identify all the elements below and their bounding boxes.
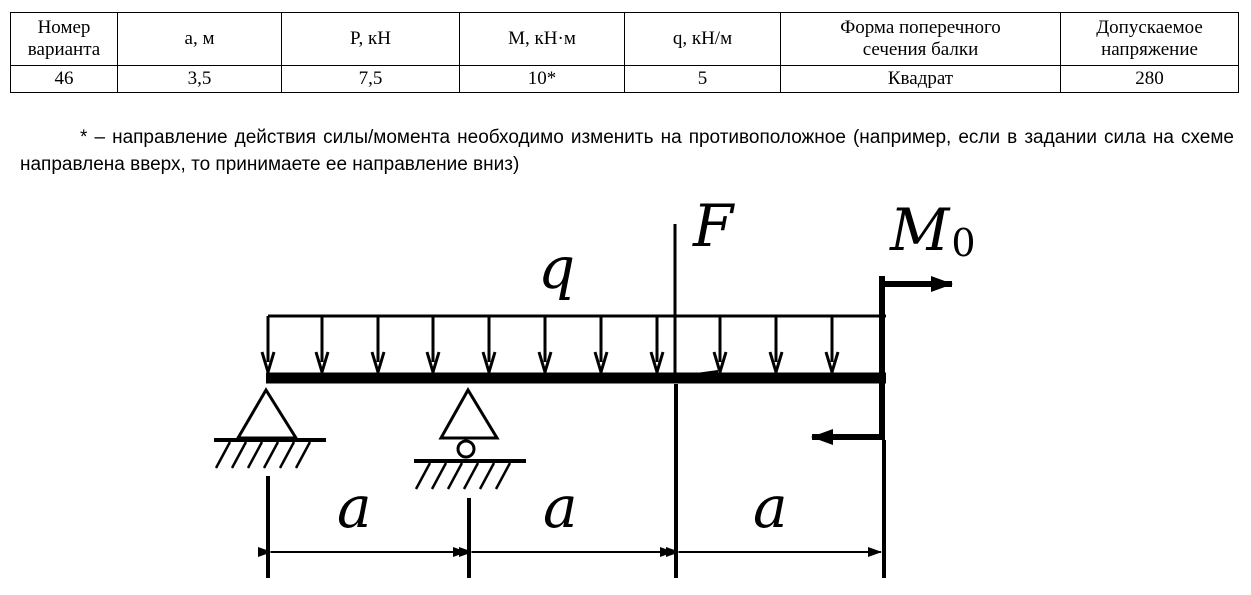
support-hatch <box>446 462 464 490</box>
support-hatch <box>230 441 248 469</box>
dimension-extension-lines <box>266 384 886 578</box>
load-arrow <box>649 316 665 378</box>
support-hatch <box>246 441 264 469</box>
support-hatch <box>478 462 496 490</box>
cell-section-shape: Квадрат <box>780 65 1061 93</box>
load-arrow <box>314 316 330 378</box>
support-hatch <box>430 462 448 490</box>
header-m: M, кН·м <box>459 12 625 66</box>
direction-note: * – направление действия силы/момента не… <box>20 127 1234 175</box>
support-hatch <box>262 441 280 469</box>
dimension-label-a-2: a <box>543 473 578 541</box>
label-m0: M0 <box>889 196 976 265</box>
cell-m: 10* <box>459 65 625 93</box>
header-p: P, кН <box>281 12 460 66</box>
load-arrow <box>593 316 609 378</box>
load-arrow <box>425 316 441 378</box>
header-a: a, м <box>117 12 282 66</box>
header-q: q, кН/м <box>624 12 781 66</box>
moment-m0 <box>811 276 953 445</box>
load-arrow <box>768 316 784 378</box>
distributed-load <box>260 314 886 378</box>
label-f: F <box>692 192 735 260</box>
label-m0-subscript: 0 <box>951 221 975 265</box>
cell-allowable-stress: 280 <box>1060 65 1239 93</box>
load-arrow <box>824 316 840 378</box>
pinned-support <box>214 387 326 469</box>
cell-a: 3,5 <box>117 65 282 93</box>
cell-variant: 46 <box>10 65 118 93</box>
dimension-label-a-3: a <box>753 473 788 541</box>
support-hatch <box>494 462 512 490</box>
load-arrow <box>537 316 553 378</box>
cell-p: 7,5 <box>281 65 460 93</box>
label-q: q <box>538 234 575 302</box>
load-arrows <box>260 316 840 378</box>
load-arrow <box>370 316 386 378</box>
load-arrow <box>260 316 276 378</box>
support-hatch <box>278 441 296 469</box>
support-hatch <box>294 441 312 469</box>
cell-q: 5 <box>624 65 781 93</box>
load-arrow <box>712 316 728 378</box>
roller-support <box>414 387 526 490</box>
support-hatch <box>414 462 432 490</box>
dimension-label-a-1: a <box>337 473 372 541</box>
support-hatch <box>462 462 480 490</box>
support-hatch <box>214 441 232 469</box>
table-row: 46 3,5 7,5 10* 5 Квадрат 280 <box>10 65 1239 93</box>
load-arrow <box>481 316 497 378</box>
